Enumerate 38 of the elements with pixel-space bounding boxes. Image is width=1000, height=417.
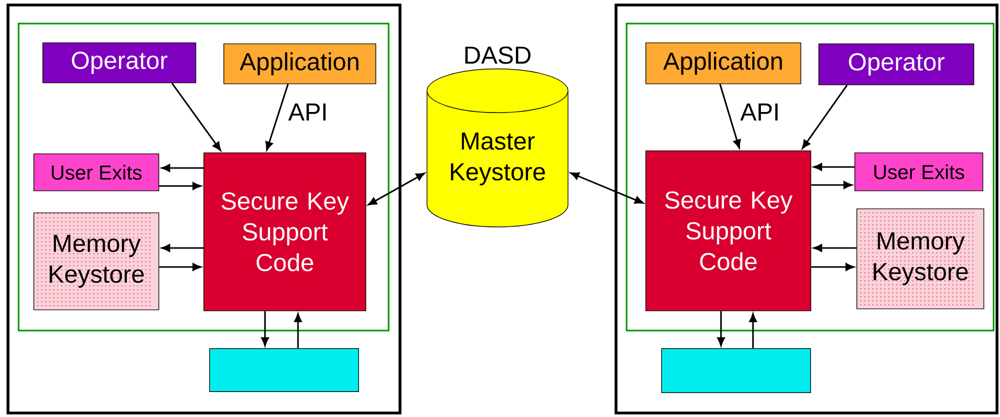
system-frame	[6, 4, 402, 414]
arrow	[811, 263, 854, 271]
arrow	[161, 244, 204, 252]
arrow	[265, 84, 289, 150]
arrow	[813, 163, 854, 171]
arrow	[717, 311, 725, 346]
user-exits-box: User Exits	[33, 153, 160, 192]
arrow	[719, 84, 741, 148]
system-frame	[614, 4, 998, 414]
memory-keystore-box: Memory Keystore	[33, 212, 160, 310]
arrow	[811, 181, 852, 189]
arrow	[171, 82, 222, 151]
operator-box: Operator	[818, 43, 974, 86]
process-box: Secure Key Support Code	[645, 150, 812, 312]
arrow	[161, 164, 204, 172]
region-frame	[626, 22, 994, 332]
arrow	[570, 172, 644, 204]
arrow	[159, 263, 202, 271]
storage-label: DASD	[465, 46, 530, 64]
region-frame	[18, 22, 390, 332]
memory-keystore-box: Memory Keystore	[856, 208, 984, 310]
operator-box: Operator	[42, 42, 196, 84]
application-box: Application	[645, 42, 802, 84]
arrow	[261, 311, 269, 346]
user-exits-box: User Exits	[854, 152, 984, 192]
cpacf-box	[209, 348, 359, 392]
storage-cylinder: Master Keystore	[426, 68, 568, 228]
arrow	[813, 244, 856, 252]
arrow	[294, 313, 302, 348]
process-box: Secure Key Support Code	[203, 152, 366, 312]
application-box: Application	[223, 43, 376, 84]
cpacf-box	[661, 348, 811, 393]
arrow	[159, 182, 202, 190]
edge-label: API	[286, 102, 330, 122]
edge-label: API	[738, 102, 782, 122]
arrow	[368, 172, 425, 206]
arrow	[749, 313, 757, 348]
arrow	[802, 84, 848, 149]
